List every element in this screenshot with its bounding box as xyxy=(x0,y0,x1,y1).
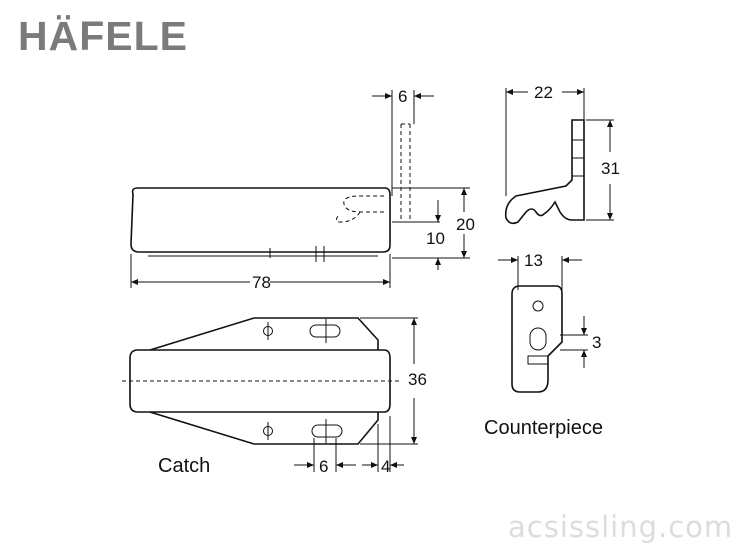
hafele-logo: HÄFELE xyxy=(18,13,188,59)
counterpiece-side-view xyxy=(504,119,614,225)
svg-text:10: 10 xyxy=(426,229,445,248)
dim-counterpiece-length: 22 xyxy=(505,83,585,196)
catch-top-view xyxy=(122,317,418,445)
svg-text:20: 20 xyxy=(456,215,475,234)
svg-text:78: 78 xyxy=(252,273,271,292)
dim-catch-slot-width: 6 xyxy=(372,87,434,196)
dim-catch-height-small: 10 xyxy=(426,200,445,270)
counterpiece-label: Counterpiece xyxy=(484,417,603,439)
svg-text:36: 36 xyxy=(408,370,427,389)
svg-text:13: 13 xyxy=(524,251,543,270)
svg-text:4: 4 xyxy=(381,457,390,476)
catch-side-view xyxy=(130,123,470,262)
dim-catch-hole-spacing: 6 xyxy=(294,438,356,476)
svg-text:31: 31 xyxy=(601,159,620,178)
dim-counterpiece-slot: 3 xyxy=(581,316,601,368)
svg-text:6: 6 xyxy=(398,87,407,106)
svg-text:3: 3 xyxy=(592,333,601,352)
dim-counterpiece-width: 13 xyxy=(498,251,582,292)
dim-catch-length: 78 xyxy=(130,254,391,292)
dim-catch-width: 36 xyxy=(408,318,427,444)
dim-counterpiece-height: 31 xyxy=(601,120,620,220)
counterpiece-front-view xyxy=(511,285,588,393)
svg-text:6: 6 xyxy=(319,457,328,476)
watermark: acsissling.com xyxy=(508,510,733,544)
dim-catch-offset: 4 xyxy=(362,416,404,476)
svg-text:22: 22 xyxy=(534,83,553,102)
dim-catch-height: 20 xyxy=(456,188,475,258)
catch-label: Catch xyxy=(158,455,210,477)
